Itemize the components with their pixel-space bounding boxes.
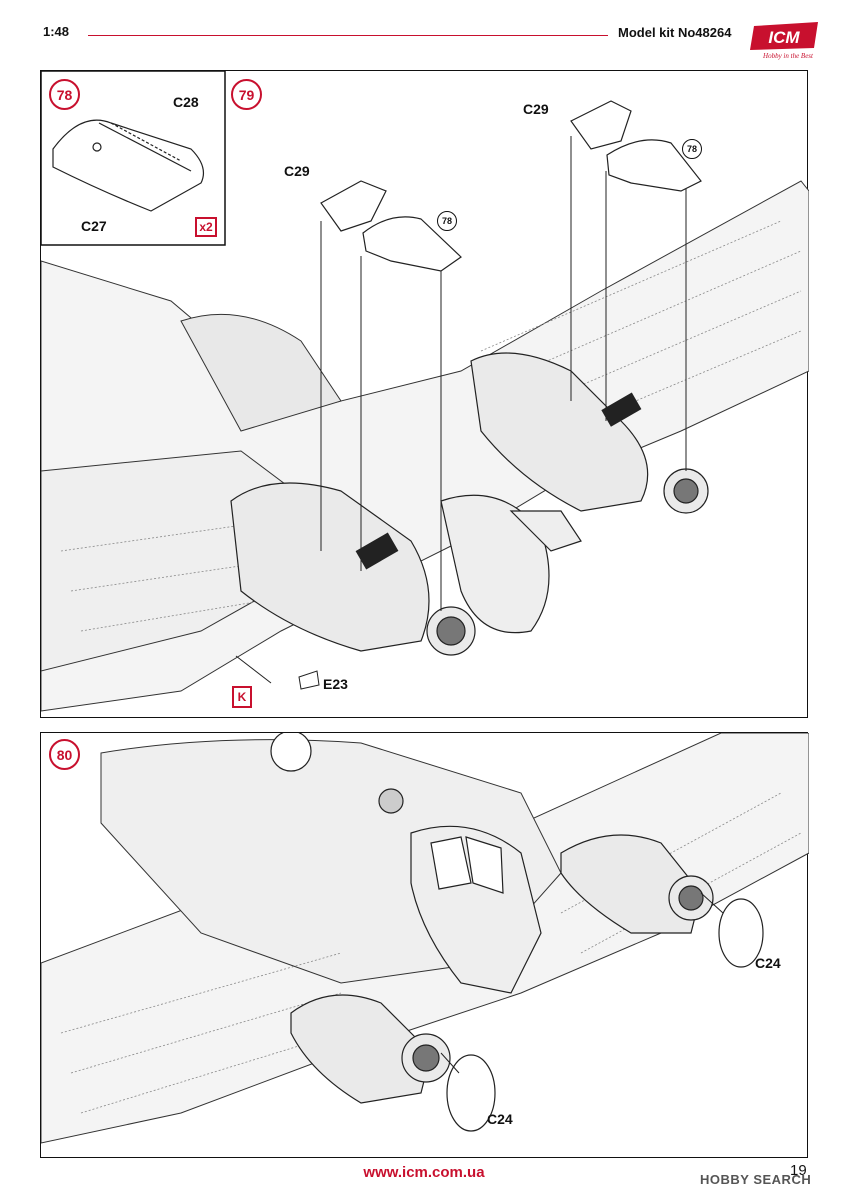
watermark-text: HOBBY SEARCH (700, 1172, 812, 1187)
footer-url[interactable]: www.icm.com.ua (363, 1164, 485, 1181)
step-80-badge: 80 (49, 739, 80, 770)
icm-logo: ICM Hobby in the Best (744, 18, 828, 62)
part-label-c29-right: C29 (523, 101, 549, 117)
part-label-c29-left: C29 (284, 163, 310, 179)
kit-number: Model kit No48264 (618, 25, 732, 40)
step-ref-78-left: 78 (437, 211, 457, 231)
part-label-e23: E23 (323, 676, 348, 692)
marker-k: K (232, 686, 252, 708)
scale-label: 1:48 (43, 24, 70, 39)
assembly-drawing-80 (41, 733, 809, 1144)
header-rule (88, 35, 608, 36)
assembly-drawing-79 (41, 71, 809, 712)
part-label-c24-left: C24 (487, 1111, 513, 1127)
panel-steps-78-79: 78 C28 C27 x2 79 C29 C29 78 78 K E23 (40, 70, 809, 718)
part-label-c28: C28 (173, 94, 199, 110)
svg-text:ICM: ICM (768, 28, 800, 47)
multiplier-badge: x2 (195, 217, 217, 237)
step-78-badge: 78 (49, 79, 80, 110)
step-ref-78-right: 78 (682, 139, 702, 159)
step-79-badge: 79 (231, 79, 262, 110)
page-number: 19 (790, 1162, 807, 1179)
part-label-c27: C27 (81, 218, 107, 234)
svg-text:Hobby in the Best: Hobby in the Best (762, 52, 814, 60)
panel-step-80: 80 C24 C24 (40, 732, 809, 1158)
part-label-c24-right: C24 (755, 955, 781, 971)
